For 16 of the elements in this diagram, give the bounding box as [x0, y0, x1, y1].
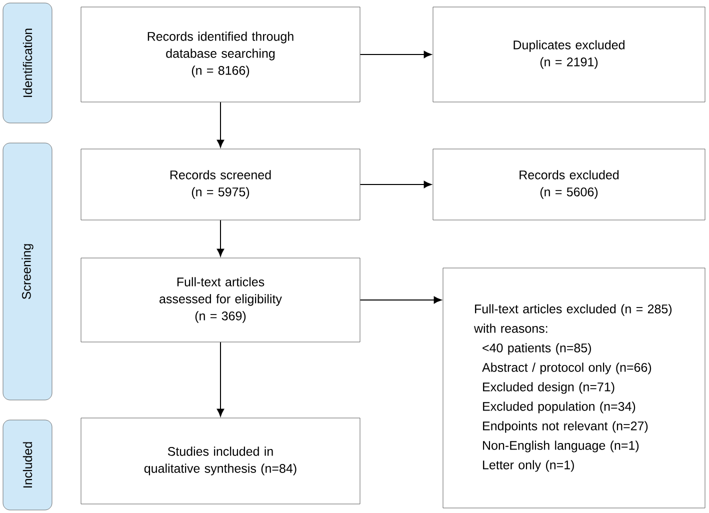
process-box: Records excluded (n = 5606)	[432, 148, 706, 220]
process-box: Full-text articles assessed for eligibility (n = 369)	[80, 258, 360, 342]
exclusion-box: Full-text articles excluded (n = 285) with reasons: <40 patients (n=85) Abstract / protocol only (n=66) Excluded design (n=71) Excluded population (n=34) Endpoints not relevant (n=27) Non-English language (n=1) Letter only (n=1)	[442, 268, 706, 508]
arrow	[216, 342, 224, 417]
stage-band: Identification	[2, 2, 52, 124]
arrow	[360, 296, 442, 304]
stage-band: Included	[2, 420, 52, 510]
arrow	[360, 50, 432, 58]
process-box: Studies included in qualitative synthesis (n=84)	[80, 418, 360, 504]
stage-band: Screening	[2, 142, 52, 400]
process-box: Records screened (n = 5975)	[80, 148, 360, 220]
arrow	[216, 220, 224, 257]
arrow	[216, 102, 224, 148]
arrow	[360, 180, 432, 188]
process-box: Records identified through database searching (n = 8166)	[80, 6, 360, 102]
process-box: Duplicates excluded (n = 2191)	[432, 6, 706, 102]
